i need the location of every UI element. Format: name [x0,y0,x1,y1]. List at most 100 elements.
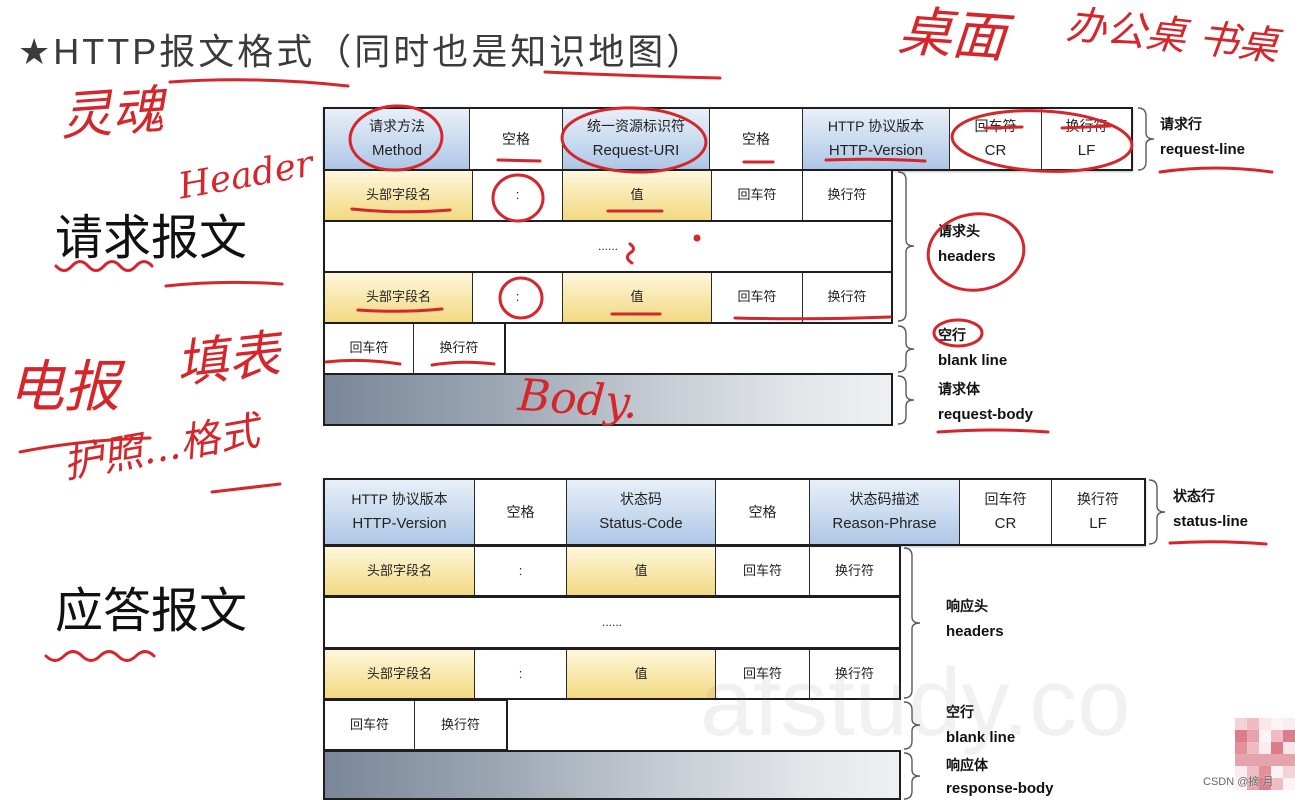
lf-label: 换行符 [440,716,480,732]
response-label-wavy-underline [44,650,156,662]
colon-cell: : [475,547,567,595]
cr-label: 回车符 [349,716,389,732]
cr-label-zh: 回车符 [984,490,1027,507]
mosaic-tile [1271,754,1283,766]
cr-label: 回车符 [737,187,777,203]
request-body-brace [897,375,915,425]
mosaic-tile [1283,766,1295,778]
lf-label: 换行符 [827,187,867,203]
caption-zh: 状态行 [1173,488,1215,504]
lf-cell: 换行符 [803,171,891,220]
caption-zh: 响应头 [946,598,988,614]
response-header-row: 头部字段名 : 值 回车符 换行符 [323,545,901,597]
request-header-ellipsis-row: ...... [323,220,893,273]
caption-zh: 响应体 [946,757,988,773]
lf-cell: 换行符 [810,650,899,698]
header-value-label: 值 [630,187,644,203]
request-body-block [323,373,893,426]
mosaic-tile [1235,742,1247,754]
ellipsis-label: ...... [601,615,622,629]
mosaic-tile [1247,742,1259,754]
lf-label-zh: 换行符 [1065,117,1108,134]
response-message-label: 应答报文 [55,585,248,638]
caption-en: blank line [946,729,1016,746]
response-body-brace [903,752,921,800]
lf-label-en: LF [1077,142,1096,160]
lf-cell: 换行符 [803,273,891,322]
response-header-ellipsis-row: ...... [323,596,901,649]
handwritten-note: Header [175,143,317,208]
mosaic-tile [1259,742,1271,754]
caption-zh: 空行 [938,327,966,343]
header-value-cell: 值 [563,273,712,322]
mosaic-tile [1283,754,1295,766]
header-name-cell: 头部字段名 [325,547,475,595]
request-header-row: 头部字段名 : 值 回车符 换行符 [323,169,893,222]
ellipsis-cell: ...... [325,222,891,271]
caption-zh: 请求体 [938,381,980,397]
mosaic-tile [1247,766,1259,778]
request-line-brace [1137,107,1155,171]
request-blank-line-row: 回车符 换行符 [323,322,506,375]
header-name-label: 头部字段名 [366,562,432,578]
mosaic-tile [1235,718,1247,730]
colon-label: : [515,187,520,203]
handwritten-note: 护照...格式 [59,408,263,488]
ellipsis-cell: ...... [325,598,899,647]
mosaic-tile [1271,730,1283,742]
method-label-zh: 请求方法 [369,117,425,134]
reason-phrase-label-en: Reason-Phrase [832,515,937,533]
caption-zh: 请求头 [938,223,980,239]
mosaic-tile [1235,730,1247,742]
http-version-label-en: HTTP-Version [828,142,924,160]
header-value-label: 值 [634,562,648,578]
header-value-cell: 值 [567,650,716,698]
format-underline [210,482,282,494]
handwritten-note: 办公桌 书桌 [1064,2,1281,70]
space-cell: 空格 [710,109,803,169]
lf-cell: 换行符 LF [1042,109,1131,169]
status-line-brace [1148,479,1166,545]
request-line-caption: 请求行 request-line [1160,112,1245,162]
caption-en: status-line [1173,513,1249,530]
mosaic-tile [1271,742,1283,754]
title-underline [168,78,350,88]
status-line-underline [1168,540,1268,546]
slide-title: ★HTTP报文格式（同时也是知识地图） [18,31,706,72]
space-cell: 空格 [475,480,567,544]
cr-label: 回车符 [742,562,782,578]
mosaic-tile [1247,718,1259,730]
request-line-row: 请求方法 Method 空格 统一资源标识符 Request-URI 空格 HT… [323,107,1133,171]
pixelated-image [1235,718,1295,790]
mosaic-tile [1283,730,1295,742]
header-value-label: 值 [634,665,648,681]
lf-cell: 换行符 LF [1052,480,1144,544]
cr-cell: 回车符 [716,547,810,595]
request-message-label: 请求报文 [55,212,248,265]
credit-text: CSDN @摘 月 [1203,776,1274,788]
mosaic-tile [1283,778,1295,790]
mosaic-tile [1283,718,1295,730]
colon-cell: : [473,273,563,322]
colon-label: : [518,665,523,681]
request-headers-brace [897,171,915,322]
method-cell: 请求方法 Method [325,109,470,169]
caption-en: response-body [946,780,1054,797]
http-version-label-zh: HTTP 协议版本 [351,490,448,507]
mosaic-tile [1247,754,1259,766]
space-label: 空格 [742,130,770,147]
space-cell: 空格 [470,109,563,169]
caption-en: request-line [1160,141,1246,158]
caption-en: headers [938,248,996,265]
mosaic-tile [1247,730,1259,742]
status-code-cell: 状态码 Status-Code [567,480,716,544]
status-code-label-zh: 状态码 [620,490,662,507]
handwritten-note: Body. [516,369,640,430]
response-body-caption: 响应体 response-body [946,754,1054,800]
lf-label-zh: 换行符 [1077,490,1119,507]
cr-label: 回车符 [737,289,777,305]
cr-label-zh: 回车符 [974,117,1017,134]
request-blank-line-brace [897,325,915,373]
http-version-cell: HTTP 协议版本 HTTP-Version [325,480,475,544]
cr-cell: 回车符 CR [960,480,1052,544]
